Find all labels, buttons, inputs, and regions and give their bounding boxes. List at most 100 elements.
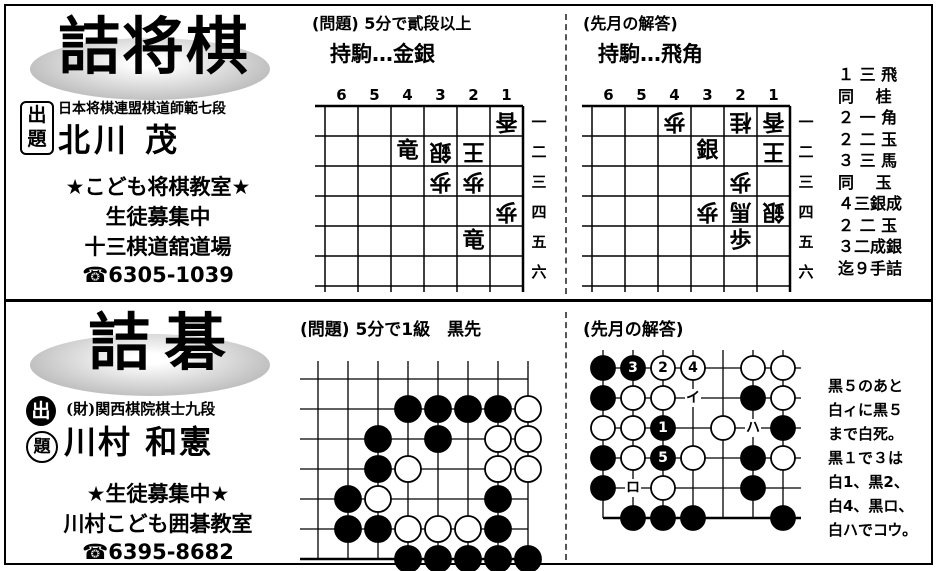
white-stone bbox=[514, 395, 542, 423]
stone-number: 3 bbox=[628, 360, 638, 376]
black-stone bbox=[424, 425, 452, 453]
shogi-promo-2: 生徒募集中 bbox=[105, 205, 211, 229]
rank-label: 五 bbox=[531, 233, 546, 251]
shogi-answer-move: ２ 二 玉 bbox=[838, 129, 898, 149]
shogi-answer-move: ２ 一 角 bbox=[838, 108, 898, 127]
white-stone bbox=[680, 355, 706, 381]
go-problem-board bbox=[300, 361, 542, 571]
shogi-title-ellipse bbox=[30, 38, 270, 100]
shogi-promo-1: ★こども将棋教室★ bbox=[65, 175, 251, 199]
white-stone bbox=[484, 425, 512, 453]
stone-number: 2 bbox=[658, 360, 668, 376]
black-stone bbox=[394, 545, 422, 571]
go-answer-line: 白1、黒2、 bbox=[828, 473, 909, 491]
black-stone bbox=[484, 485, 512, 513]
white-stone bbox=[484, 455, 512, 483]
black-stone bbox=[590, 385, 616, 411]
black-stone bbox=[424, 395, 452, 423]
stone-number: 4 bbox=[688, 360, 698, 376]
go-answer-line: 白ィに黒５ bbox=[828, 401, 904, 419]
go-setter-badge-bottom: 題 bbox=[26, 431, 58, 463]
black-stone bbox=[770, 415, 796, 441]
shogi-piece: 歩 bbox=[429, 169, 451, 194]
file-label: 6 bbox=[336, 86, 346, 104]
black-stone bbox=[454, 395, 482, 423]
rank-label: 五 bbox=[798, 233, 813, 251]
black-stone bbox=[650, 415, 676, 441]
rank-label: 二 bbox=[798, 143, 813, 161]
white-stone bbox=[680, 445, 706, 471]
black-stone bbox=[650, 505, 676, 531]
white-stone bbox=[620, 385, 646, 411]
black-stone bbox=[740, 475, 766, 501]
white-stone bbox=[590, 415, 616, 441]
shogi-promo-3: 十三棋道舘道場 bbox=[84, 235, 232, 259]
black-stone bbox=[620, 505, 646, 531]
shogi-setter-badge: 出 題 bbox=[20, 101, 54, 155]
white-stone bbox=[770, 445, 796, 471]
black-stone bbox=[740, 385, 766, 411]
shogi-piece: 銀 bbox=[696, 139, 718, 164]
go-title-ellipse bbox=[30, 334, 270, 396]
white-stone bbox=[650, 385, 676, 411]
file-label: 6 bbox=[603, 86, 613, 104]
go-promo-2: 川村こども囲碁教室 bbox=[63, 512, 253, 536]
go-promo-1: ★生徒募集中★ bbox=[86, 482, 230, 506]
file-label: 3 bbox=[435, 86, 445, 104]
black-stone bbox=[424, 545, 452, 571]
shogi-piece: 歩 bbox=[663, 109, 685, 134]
shogi-piece: 桂 bbox=[729, 109, 751, 135]
shogi-grid bbox=[582, 104, 792, 292]
black-stone bbox=[650, 445, 676, 471]
shogi-phone: ☎6305-1039 bbox=[82, 263, 234, 287]
shogi-answer-hand: 持駒…飛角 bbox=[598, 42, 703, 66]
file-label: 5 bbox=[369, 86, 379, 104]
white-stone bbox=[394, 455, 422, 483]
rank-label: 四 bbox=[798, 203, 813, 221]
go-board-mark: ハ bbox=[746, 420, 760, 436]
go-answer-line: 黒５のあと bbox=[828, 377, 904, 395]
shogi-answer-heading: (先月の解答) bbox=[583, 14, 678, 33]
rank-label: 一 bbox=[531, 113, 546, 131]
white-stone bbox=[770, 355, 796, 381]
stone-number: 5 bbox=[658, 450, 668, 466]
rank-label: 四 bbox=[531, 203, 546, 221]
white-stone bbox=[394, 515, 422, 543]
go-answer-line: 白4、黒ロ、 bbox=[828, 497, 914, 515]
shogi-piece: 王 bbox=[762, 139, 784, 164]
black-stone bbox=[484, 515, 512, 543]
shogi-setter-badge-bottom: 題 bbox=[27, 128, 47, 150]
shogi-piece: 銀 bbox=[762, 199, 784, 224]
black-stone bbox=[454, 545, 482, 571]
shogi-piece: 竜 bbox=[462, 228, 484, 254]
file-label: 1 bbox=[768, 86, 778, 104]
shogi-piece: 歩 bbox=[696, 199, 718, 224]
rank-label: 六 bbox=[531, 263, 546, 281]
shogi-grid bbox=[315, 104, 525, 292]
shogi-setter-affiliation: 日本将棋連盟棋道師範七段 bbox=[58, 101, 226, 117]
shogi-piece: 歩 bbox=[462, 169, 484, 194]
shogi-answer-move: 迄９手詰 bbox=[838, 258, 903, 278]
white-stone bbox=[514, 455, 542, 483]
rank-label: 三 bbox=[798, 173, 813, 191]
white-stone bbox=[514, 425, 542, 453]
white-stone bbox=[650, 475, 676, 501]
shogi-answer-move: 同 桂 bbox=[838, 86, 892, 106]
shogi-piece: 王 bbox=[462, 139, 484, 164]
shogi-piece: 香 bbox=[762, 109, 784, 134]
rank-label: 二 bbox=[531, 143, 546, 161]
black-stone bbox=[394, 395, 422, 423]
shogi-answer-move: ３ 三 馬 bbox=[838, 151, 898, 170]
white-stone bbox=[620, 445, 646, 471]
black-stone bbox=[484, 395, 512, 423]
white-stone bbox=[650, 355, 676, 381]
black-stone bbox=[680, 505, 706, 531]
white-stone bbox=[454, 515, 482, 543]
go-phone: ☎6395-8682 bbox=[82, 540, 234, 564]
black-stone bbox=[590, 445, 616, 471]
black-stone bbox=[770, 505, 796, 531]
